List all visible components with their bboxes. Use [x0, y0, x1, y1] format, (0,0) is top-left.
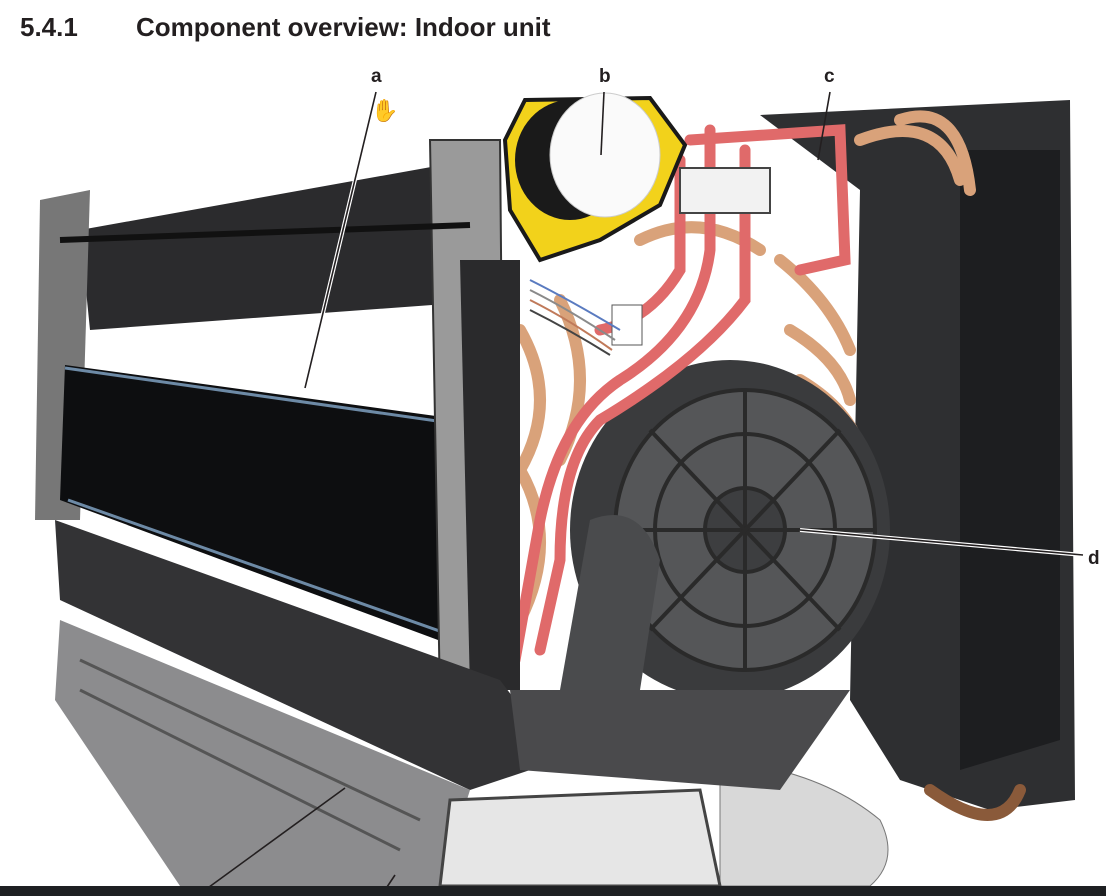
drain-pan: [510, 690, 850, 790]
section-title: Component overview: Indoor unit: [136, 12, 551, 42]
callout-b: b: [599, 66, 611, 87]
hand-cursor-icon: ✋: [371, 98, 399, 123]
callout-a: a: [371, 66, 382, 87]
connector-block: [611, 304, 643, 346]
section-number: 5.4.1: [20, 12, 78, 42]
leader-line-d: [799, 529, 1084, 556]
housing-panel: [960, 150, 1060, 770]
fan-motor: [549, 92, 661, 218]
frame-inner: [460, 260, 520, 690]
section-heading: 5.4.1 Component overview: Indoor unit: [20, 12, 551, 43]
leader-line-e: [204, 787, 346, 891]
leader-line-b: [600, 91, 605, 156]
motor-housing-bottom: [438, 788, 722, 888]
louvre: [55, 520, 560, 790]
motor-wires: [529, 279, 621, 356]
callout-c: c: [824, 66, 835, 87]
pipe-fitting: [679, 167, 771, 214]
leader-line-c: [817, 91, 831, 161]
leader-line-a: [304, 91, 377, 389]
bottom-toolbar-edge: [0, 886, 1106, 896]
bottom-panel: [55, 620, 470, 886]
top-frame: [80, 160, 500, 330]
fan-assembly: [560, 360, 890, 700]
air-filter: [60, 365, 465, 650]
callout-d: d: [1088, 548, 1100, 569]
